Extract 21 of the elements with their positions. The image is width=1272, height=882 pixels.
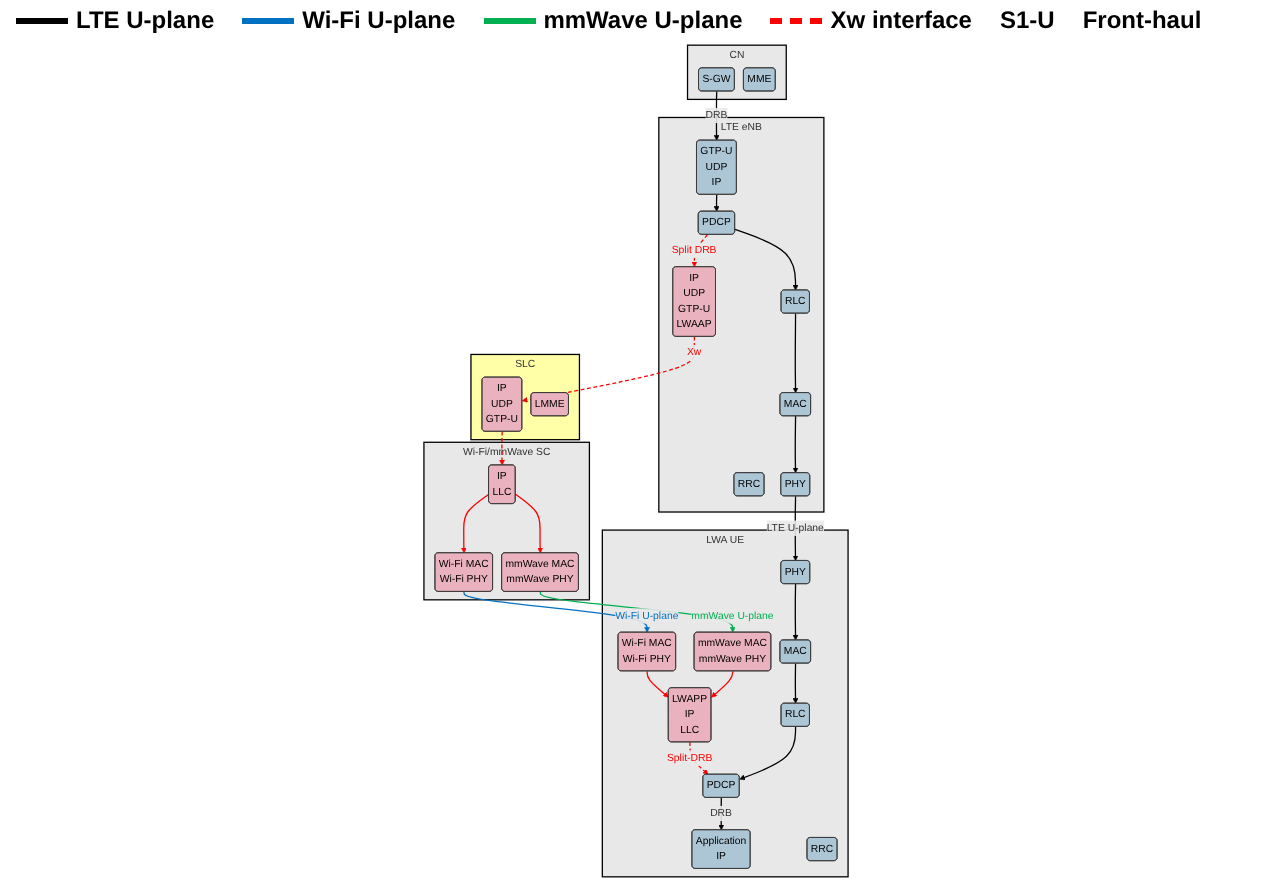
note-label: S1-U [999,6,1055,34]
arrow [691,234,709,268]
arrow [461,493,490,554]
arrow [646,670,669,698]
arrow [792,415,799,474]
arrow [792,583,799,641]
arrow [792,312,799,394]
arrow [739,726,797,781]
arrow [514,493,543,554]
arrow [713,194,720,212]
arrow [521,336,696,403]
legend-text: mmWave U-plane [543,6,743,34]
legend-text: Wi-Fi U-plane [302,6,456,34]
legend-text: Xw interface [830,6,972,34]
arrow [689,741,709,775]
note-label: Front-haul [1082,6,1202,34]
arrow [711,670,734,698]
arrow [792,662,799,704]
legend-text: LTE U-plane [76,6,215,34]
arrow [734,228,799,291]
arrow [499,430,505,466]
